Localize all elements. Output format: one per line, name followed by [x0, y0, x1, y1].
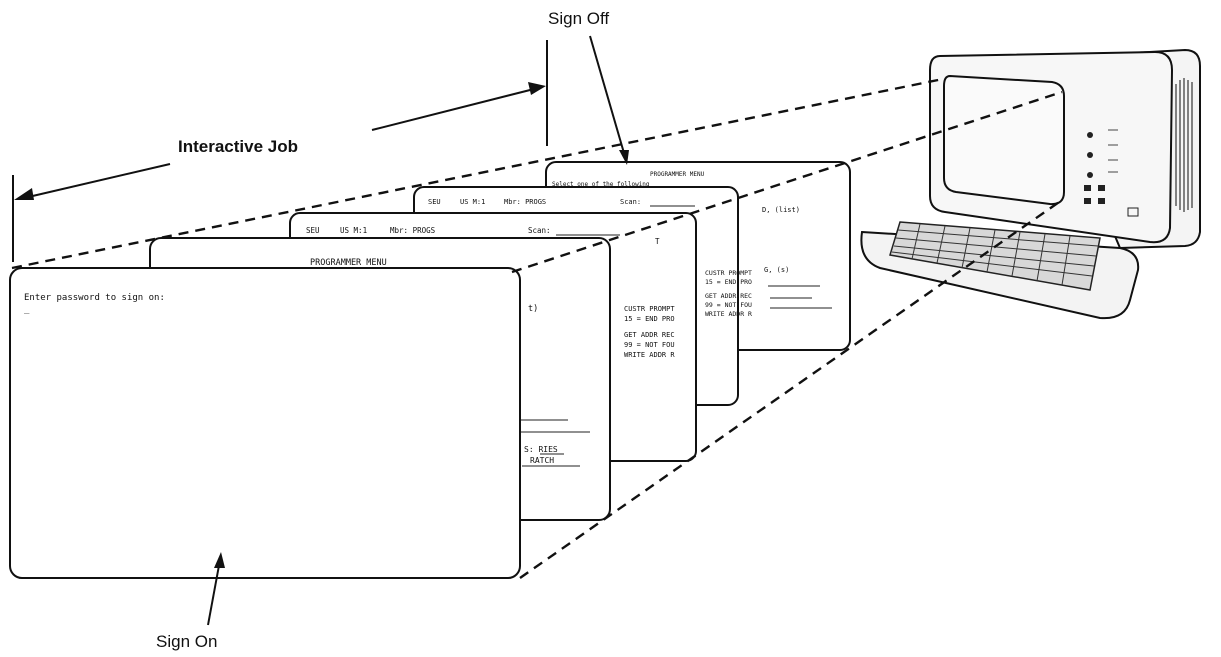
- seu1-header-scan: Scan:: [528, 226, 551, 235]
- menu1-title: PROGRAMMER MENU: [310, 258, 387, 268]
- seu1-line-1: CUSTR PROMPT: [624, 305, 675, 313]
- seu2-line-4: 99 = NOT FOU: [705, 301, 752, 309]
- seu1-line-4: 99 = NOT FOU: [624, 341, 675, 349]
- span-arrow-right-shaft: [372, 88, 538, 130]
- sign-off-pointer: [590, 36, 626, 160]
- menu1-footer-1: S: RIES: [524, 445, 558, 454]
- seu1-line-3: GET ADDR REC: [624, 331, 675, 339]
- screen-sign-on: Enter password to sign on: _: [10, 268, 520, 578]
- seu2-line-2: 15 = END PRO: [705, 278, 752, 286]
- menu2-fragment2: G, (s): [764, 266, 789, 274]
- seu2-line-5: WRITE ADDR R: [705, 310, 752, 318]
- seu2-line-1: CUSTR PROMPT: [705, 269, 752, 277]
- sign-off-callout: Sign Off: [548, 9, 629, 165]
- menu2-title: PROGRAMMER MENU: [650, 171, 705, 178]
- signon-cursor: _: [24, 305, 30, 315]
- seu1-header-t: T: [655, 237, 660, 246]
- interactive-job-label: Interactive Job: [178, 137, 298, 156]
- seu1-line-2: 15 = END PRO: [624, 315, 675, 323]
- seu2-header-scan: Scan:: [620, 198, 641, 206]
- seu2-header-seu: SEU: [428, 198, 441, 206]
- seu1-header-seu: SEU: [306, 226, 320, 235]
- menu1-right-fragment: t): [528, 304, 538, 314]
- monitor-screen: [944, 76, 1064, 204]
- signon-prompt: Enter password to sign on:: [24, 293, 165, 303]
- seu2-header-mbr: Mbr: PROGS: [504, 198, 546, 206]
- span-arrowhead-right: [528, 82, 546, 95]
- span-arrowhead-left: [14, 188, 34, 200]
- seu1-header-ver: US M:1: [340, 226, 367, 235]
- menu1-footer-2: RATCH: [530, 456, 554, 465]
- seu2-line-3: GET ADDR REC: [705, 292, 752, 300]
- span-arrow-left-shaft: [24, 164, 170, 198]
- seu2-header-ver: US M:1: [460, 198, 485, 206]
- seu1-line-5: WRITE ADDR R: [624, 351, 675, 359]
- terminal-illustration: [861, 50, 1200, 318]
- sign-off-label: Sign Off: [548, 9, 609, 28]
- menu2-fragment: D, (list): [762, 206, 800, 214]
- sign-on-label: Sign On: [156, 632, 217, 651]
- seu1-header-mbr: Mbr: PROGS: [390, 226, 436, 235]
